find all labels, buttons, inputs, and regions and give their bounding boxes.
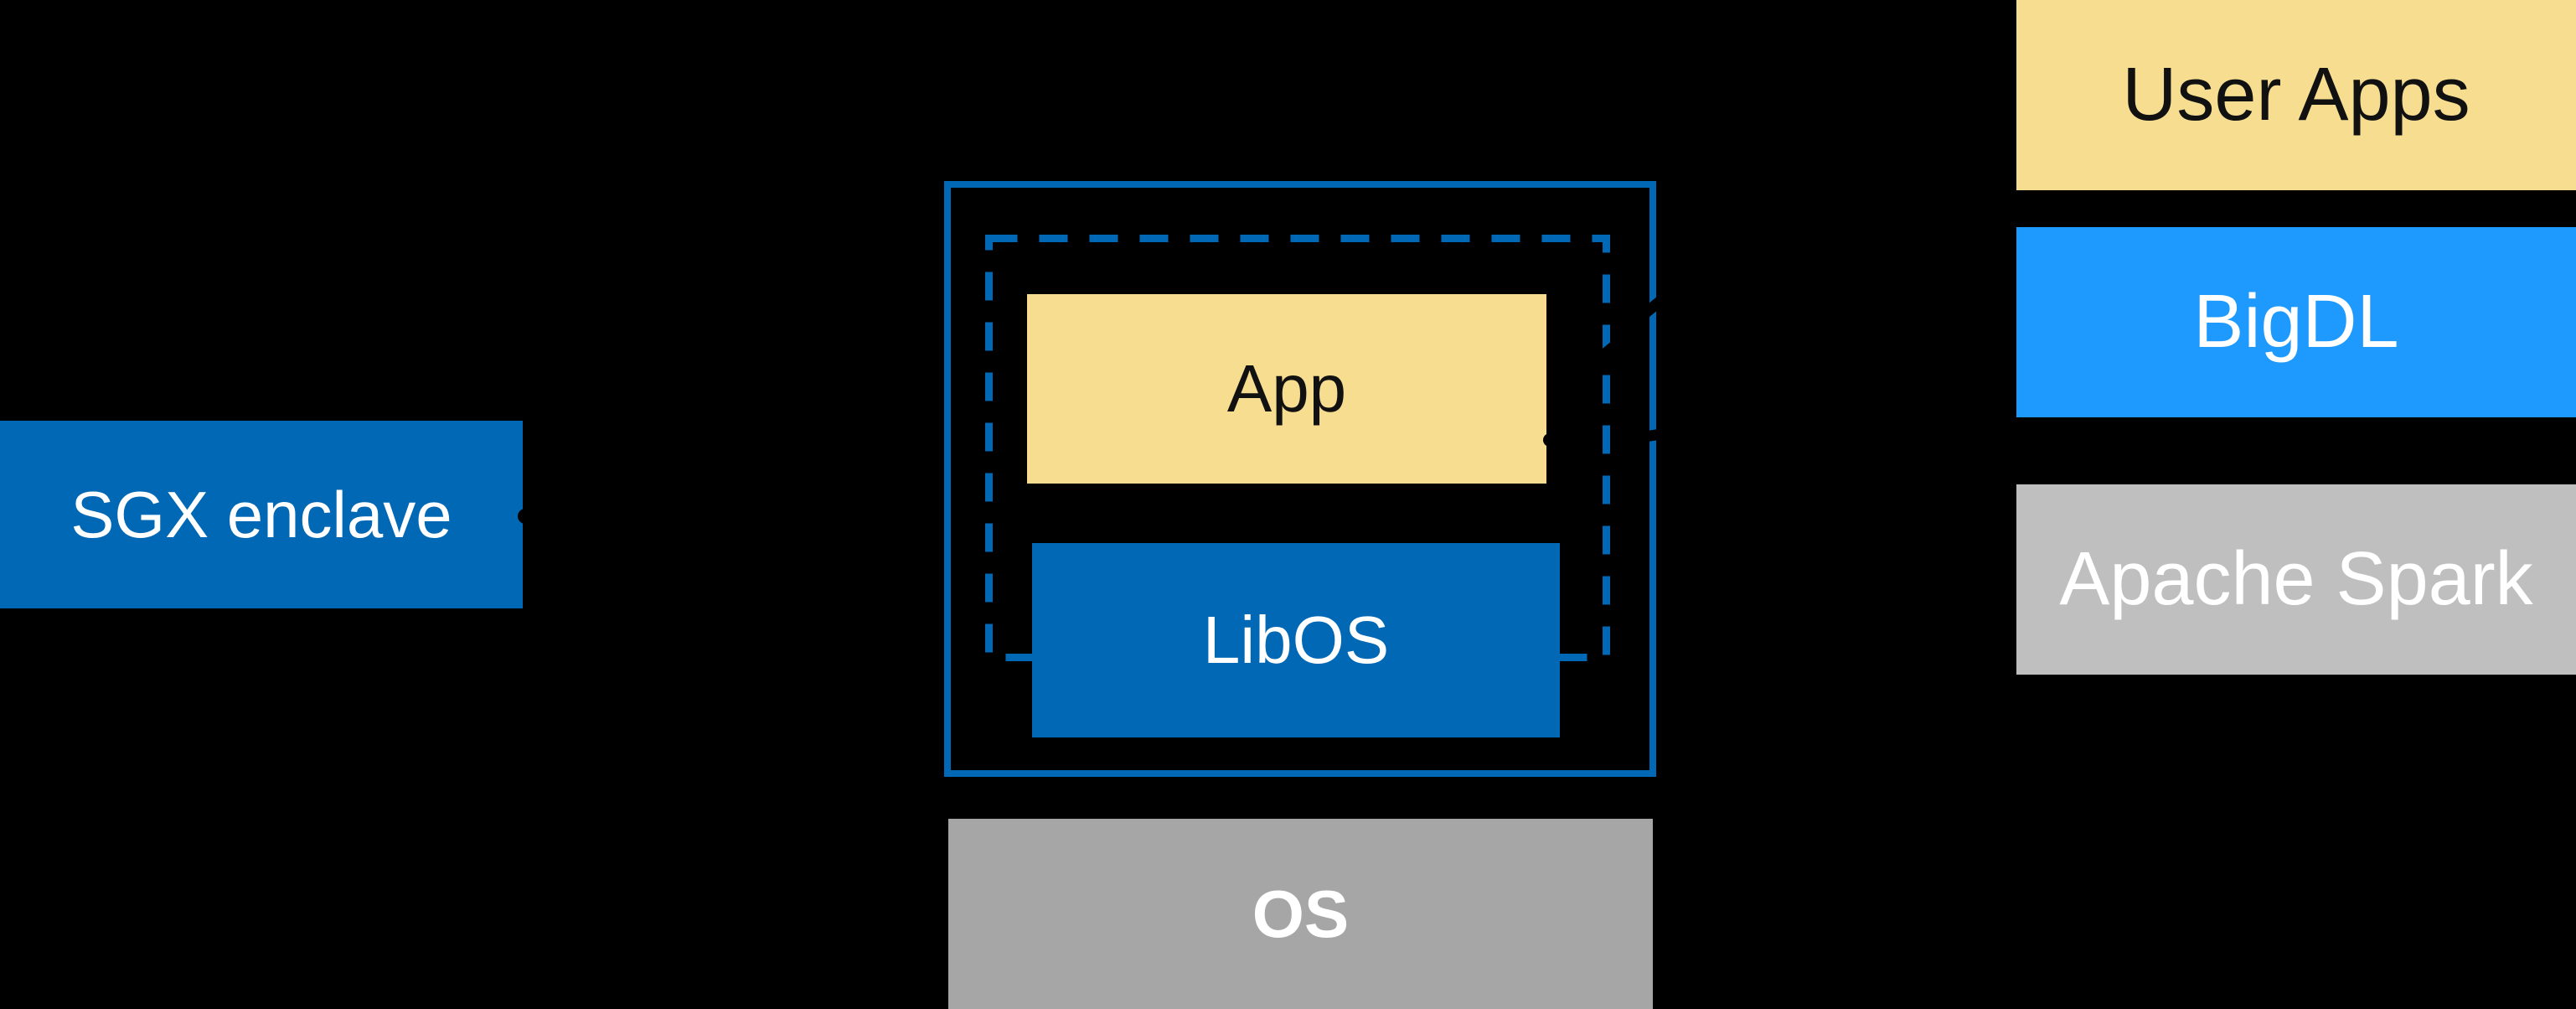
bigdl-label: BigDL [2193,280,2399,364]
user-apps-label: User Apps [2122,53,2470,137]
sgx-enclave-label: SGX enclave [70,477,452,551]
apache-spark-box: Apache Spark [2016,484,2576,675]
upper-arrow-notch-dashed [1575,322,1642,380]
app-box: App [1027,294,1546,484]
libos-box: LibOS [1032,543,1560,737]
user-apps-box: User Apps [2016,0,2576,190]
os-box: OS [948,819,1653,1009]
enclave-container-box [944,181,1656,777]
dashed-rect [985,235,1610,661]
libos-label: LibOS [1202,603,1390,677]
apache-spark-label: Apache Spark [2059,537,2533,621]
app-label: App [1226,351,1347,426]
app-arrowhead-dot [1543,433,1556,447]
sgx-arrowhead-dot [518,509,533,524]
upper-arrow-notch-solid [1624,274,1691,332]
lower-arrow-notch-solid [1616,425,1685,447]
os-label: OS [1252,876,1350,951]
sgx-enclave-box: SGX enclave [0,421,523,608]
sgx-connector-line [535,509,843,522]
bigdl-box: BigDL [2016,227,2576,417]
